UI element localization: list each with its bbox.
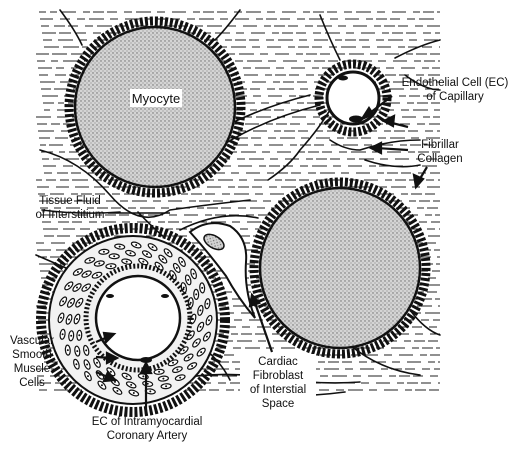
smooth-muscle-nucleus xyxy=(162,258,164,260)
label-ec-intramyocardial: EC of Intramyocardial xyxy=(92,416,203,428)
smooth-muscle-nucleus xyxy=(183,349,185,351)
smooth-muscle-nucleus xyxy=(142,261,144,263)
smooth-muscle-nucleus xyxy=(142,375,144,377)
smooth-muscle-nucleus xyxy=(176,267,178,269)
smooth-muscle-nucleus xyxy=(85,287,87,289)
smooth-muscle-nucleus xyxy=(78,334,80,336)
smooth-muscle-nucleus xyxy=(68,318,70,320)
label-endothelial-cell-2: of Capillary xyxy=(426,91,484,103)
smooth-muscle-nucleus xyxy=(77,271,79,273)
smooth-muscle-nucleus xyxy=(86,273,88,275)
label-vascular: Vascular xyxy=(10,335,54,347)
smooth-muscle-nucleus xyxy=(158,371,160,373)
label-space: Space xyxy=(262,398,295,410)
label-collagen: Collagen xyxy=(417,153,462,165)
label-fibroblast: Fibroblast xyxy=(253,370,304,382)
smooth-muscle-nucleus xyxy=(199,309,201,311)
label-cells: Cells xyxy=(19,377,45,389)
smooth-muscle-nucleus xyxy=(70,335,72,337)
smooth-muscle-nucleus xyxy=(76,318,78,320)
smooth-muscle-nucleus xyxy=(86,364,88,366)
smooth-muscle-nucleus xyxy=(98,263,100,265)
label-smooth: Smooth xyxy=(12,349,52,361)
artery-lumen xyxy=(96,276,180,360)
label-tissue-fluid-1: Tissue Fluid xyxy=(39,195,101,207)
smooth-muscle-nucleus xyxy=(208,319,210,321)
smooth-muscle-nucleus xyxy=(103,251,105,253)
smooth-muscle-nucleus xyxy=(190,302,192,304)
label-cardiac: Cardiac xyxy=(258,356,298,368)
smooth-muscle-nucleus xyxy=(101,384,103,386)
smooth-muscle-nucleus xyxy=(96,362,98,364)
smooth-muscle-nucleus xyxy=(158,265,160,267)
smooth-muscle-nucleus xyxy=(62,333,64,335)
smooth-muscle-nucleus xyxy=(152,246,154,248)
smooth-muscle-nucleus xyxy=(187,279,189,281)
smooth-muscle-nucleus xyxy=(179,377,181,379)
smooth-muscle-nucleus xyxy=(114,381,116,383)
smooth-muscle-nucleus xyxy=(165,385,167,387)
smooth-muscle-nucleus xyxy=(183,287,185,289)
smooth-muscle-nucleus xyxy=(67,349,69,351)
smooth-muscle-nucleus xyxy=(167,252,169,254)
smooth-muscle-nucleus xyxy=(75,363,77,365)
coronary-artery xyxy=(41,228,225,412)
smooth-muscle-nucleus xyxy=(196,342,198,344)
label-muscle: Muscle xyxy=(14,363,50,375)
label-fibrillar: Fibrillar xyxy=(421,139,459,151)
smooth-muscle-nucleus xyxy=(126,261,128,263)
smooth-muscle-nucleus xyxy=(78,302,80,304)
smooth-muscle-nucleus xyxy=(76,287,78,289)
label-of-interstial: of Interstial xyxy=(250,384,306,396)
label-myocyte: Myocyte xyxy=(132,91,180,106)
smooth-muscle-nucleus xyxy=(200,326,202,328)
myocyte-cell-right xyxy=(254,182,426,354)
smooth-muscle-nucleus xyxy=(135,244,137,246)
smooth-muscle-nucleus xyxy=(85,349,87,351)
smooth-muscle-nucleus xyxy=(110,371,112,373)
smooth-muscle-nucleus xyxy=(76,350,78,352)
label-tissue-fluid-2: of Interstitium xyxy=(35,209,104,221)
smooth-muscle-nucleus xyxy=(191,365,193,367)
smooth-muscle-nucleus xyxy=(149,390,151,392)
smooth-muscle-nucleus xyxy=(130,252,132,254)
smooth-muscle-nucleus xyxy=(200,351,202,353)
smooth-muscle-nucleus xyxy=(172,362,174,364)
smooth-muscle-nucleus xyxy=(62,300,64,302)
smooth-muscle-nucleus xyxy=(89,259,91,261)
label-coronary-artery: Coronary Artery xyxy=(107,430,188,442)
smooth-muscle-nucleus xyxy=(181,261,183,263)
smooth-muscle-nucleus xyxy=(110,265,112,267)
smooth-muscle-nucleus xyxy=(60,317,62,319)
smooth-muscle-nucleus xyxy=(206,336,208,338)
smooth-muscle-nucleus xyxy=(96,274,98,276)
smooth-muscle-nucleus xyxy=(146,253,148,255)
smooth-muscle-nucleus xyxy=(119,246,121,248)
smooth-muscle-nucleus xyxy=(126,375,128,377)
smooth-muscle-nucleus xyxy=(188,357,190,359)
smooth-muscle-nucleus xyxy=(130,384,132,386)
smooth-muscle-nucleus xyxy=(68,285,70,287)
smooth-muscle-nucleus xyxy=(133,392,135,394)
smooth-muscle-nucleus xyxy=(70,302,72,304)
smooth-muscle-nucleus xyxy=(162,378,164,380)
smooth-muscle-nucleus xyxy=(193,273,195,275)
smooth-muscle-nucleus xyxy=(190,334,192,336)
smooth-muscle-nucleus xyxy=(201,287,203,289)
smooth-muscle-nucleus xyxy=(206,303,208,305)
smooth-muscle-nucleus xyxy=(176,369,178,371)
label-endothelial-cell-1: Endothelial Cell (EC) xyxy=(402,77,509,89)
smooth-muscle-nucleus xyxy=(116,390,118,392)
smooth-muscle-nucleus xyxy=(113,255,115,257)
capillary xyxy=(319,64,387,132)
smooth-muscle-nucleus xyxy=(195,293,197,295)
smooth-muscle-nucleus xyxy=(87,375,89,377)
